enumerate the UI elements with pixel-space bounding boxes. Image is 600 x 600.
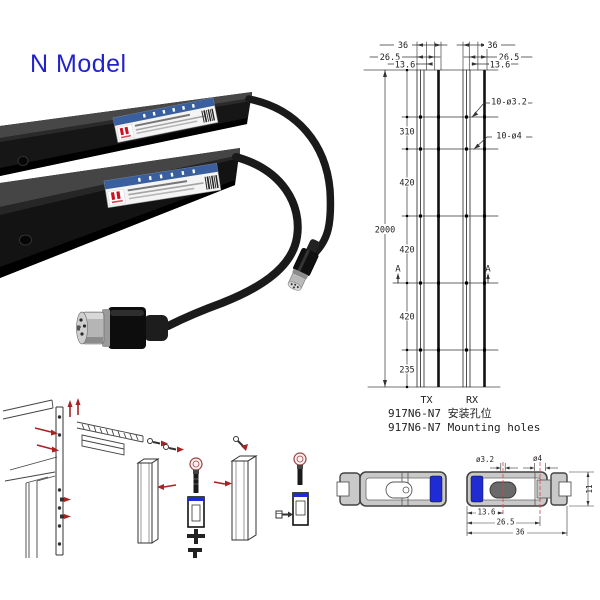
blue-insert <box>470 475 484 503</box>
frame-lines <box>2 399 144 558</box>
sensor-bar-tx <box>0 92 252 176</box>
mounting-holes-drawing: 36 26.5 13.6 36 26.5 13.6 10-ø3.2 <box>363 40 540 434</box>
cross-section-drawing: ø3.2 ø4 13.6 26.5 36 11 <box>336 454 594 537</box>
svg-text:420: 420 <box>399 313 414 323</box>
hole-rows <box>392 116 499 351</box>
dim-36: 36 <box>515 528 525 537</box>
section-markers: A A <box>395 265 491 284</box>
svg-text:420: 420 <box>399 246 414 256</box>
svg-text:2000: 2000 <box>375 226 395 236</box>
direction-arrows <box>34 398 81 453</box>
caption-cn: 917N6-N7 安装孔位 <box>388 406 492 420</box>
svg-text:235: 235 <box>399 366 414 376</box>
rx-bar-outline <box>462 69 486 388</box>
svg-text:10-ø3.2: 10-ø3.2 <box>491 98 527 108</box>
screw-hole <box>17 156 29 166</box>
barcode <box>201 108 216 123</box>
product-label-rx <box>103 163 222 209</box>
model-title: N Model <box>30 50 127 78</box>
chain-dimension: 310 420 420 420 235 <box>398 69 416 389</box>
dim-hole-large: ø4 <box>533 454 543 463</box>
svg-text:A: A <box>485 265 491 275</box>
din-connector-down <box>287 239 320 291</box>
hole-callout-small: 10-ø3.2 <box>471 96 533 118</box>
cable <box>164 153 302 330</box>
construction-lines <box>363 41 501 388</box>
cable <box>245 95 335 258</box>
rx-dim-13-6: 13.6 <box>490 61 510 71</box>
mounting-rail <box>55 406 64 556</box>
svg-text:420: 420 <box>399 179 414 189</box>
svg-text:10-ø4: 10-ø4 <box>496 132 522 142</box>
rail-screws <box>60 497 71 519</box>
screw-callouts <box>147 436 248 453</box>
bracket-stack-1 <box>187 457 205 558</box>
dim-13-6: 13.6 <box>477 508 496 517</box>
rx-dim-36: 36 <box>487 41 497 51</box>
dim-11: 11 <box>585 484 594 493</box>
tx-bar-outline <box>416 69 440 388</box>
svg-text:A: A <box>395 265 401 275</box>
tx-dim-26-5: 26.5 <box>380 53 400 63</box>
rx-dim-26-5: 26.5 <box>499 53 519 63</box>
dim-26-5: 26.5 <box>496 518 514 527</box>
brand-logo <box>107 188 126 206</box>
tx-dim-36: 36 <box>398 41 408 51</box>
profile-section-right <box>466 462 572 516</box>
blue-insert <box>429 475 443 503</box>
barcode <box>204 174 219 190</box>
hole-callout-large: 10-ø4 <box>473 130 533 150</box>
rx-label: RX <box>466 395 478 406</box>
product-photo <box>0 92 335 349</box>
dim-hole-small: ø3.2 <box>476 455 494 464</box>
sensor-bar-rx <box>0 148 240 278</box>
screw-hole <box>19 234 32 246</box>
sensor-profile-a <box>136 458 177 544</box>
sensor-profile-b <box>213 455 258 541</box>
height-dim <box>569 471 594 507</box>
installation-diagram <box>2 398 309 558</box>
product-label-tx <box>112 97 219 143</box>
hole-marks <box>419 115 486 352</box>
tx-dim-13-6: 13.6 <box>395 61 415 71</box>
tx-label: TX <box>420 395 432 406</box>
overall-dimension: 2000 <box>374 69 396 388</box>
bracket-stack-2 <box>275 452 309 526</box>
caption-en: 917N6-N7 Mounting holes <box>388 421 540 434</box>
din-connector-left <box>76 307 168 349</box>
profile-section-left <box>336 471 447 507</box>
svg-text:310: 310 <box>399 128 414 138</box>
hole-dims <box>490 463 558 471</box>
